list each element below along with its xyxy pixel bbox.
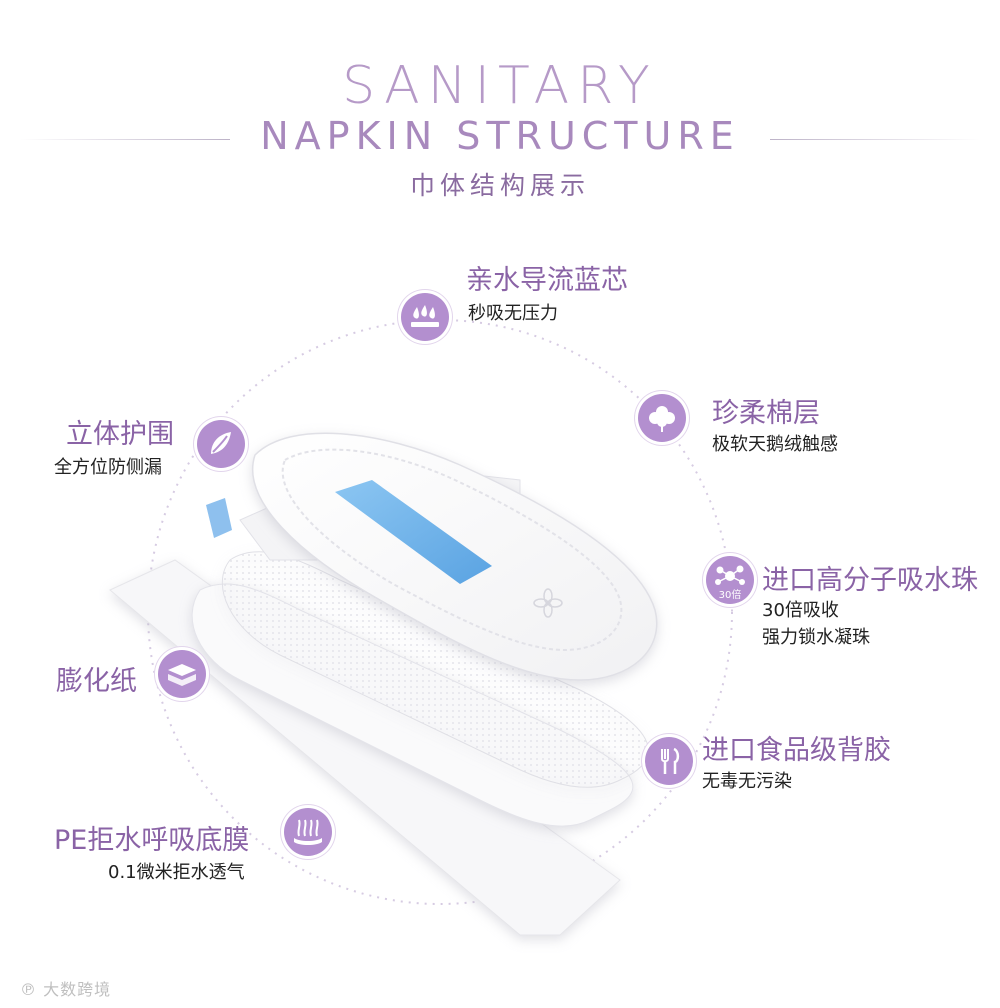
glue-title: 进口食品级背胶 <box>702 735 891 766</box>
film-sub: 0.1微米拒水透气 <box>108 862 245 883</box>
title-line-1: SANITARY <box>342 56 658 116</box>
core-title: 亲水导流蓝芯 <box>466 265 628 296</box>
film-title: PE拒水呼吸底膜 <box>54 825 250 856</box>
core-sub: 秒吸无压力 <box>468 303 558 324</box>
cotton-title: 珍柔棉层 <box>712 398 820 429</box>
title-line-2: NAPKIN STRUCTURE <box>260 114 740 158</box>
beads-sub-2: 强力锁水凝珠 <box>762 627 870 648</box>
top-sheet-seam <box>281 448 623 652</box>
water-drops-icon <box>401 293 449 341</box>
guard-title: 立体护围 <box>66 419 174 450</box>
flower-emboss <box>533 588 563 618</box>
beads-title: 进口高分子吸水珠 <box>762 565 978 596</box>
beads-badge-text: 30倍 <box>719 588 742 601</box>
watermark-text: 大数跨境 <box>43 980 112 999</box>
molecule-icon: 30倍 <box>706 556 754 604</box>
paper-title: 膨化纸 <box>56 666 137 697</box>
header-divider-left <box>20 139 230 140</box>
breathing-film-icon <box>284 808 332 856</box>
layer-absorbent <box>221 551 649 788</box>
header-divider-right <box>770 139 980 140</box>
release-tab <box>206 498 232 538</box>
watermark: ℗ 大数跨境 <box>20 976 111 1000</box>
watermark-logo-icon: ℗ <box>20 980 37 999</box>
cotton-flower-icon <box>638 394 686 442</box>
fork-knife-icon <box>645 737 693 785</box>
paper-layer-icon <box>158 650 206 698</box>
leaf-guard-icon <box>197 420 245 468</box>
beads-sub-1: 30倍吸收 <box>762 600 839 621</box>
blue-core <box>335 480 492 584</box>
glue-sub: 无毒无污染 <box>702 771 792 792</box>
guard-sub: 全方位防侧漏 <box>54 457 162 478</box>
dotted-ring <box>147 319 733 905</box>
subtitle-cn: 巾体结构展示 <box>409 171 590 200</box>
cotton-sub: 极软天鹅绒触感 <box>712 434 838 455</box>
